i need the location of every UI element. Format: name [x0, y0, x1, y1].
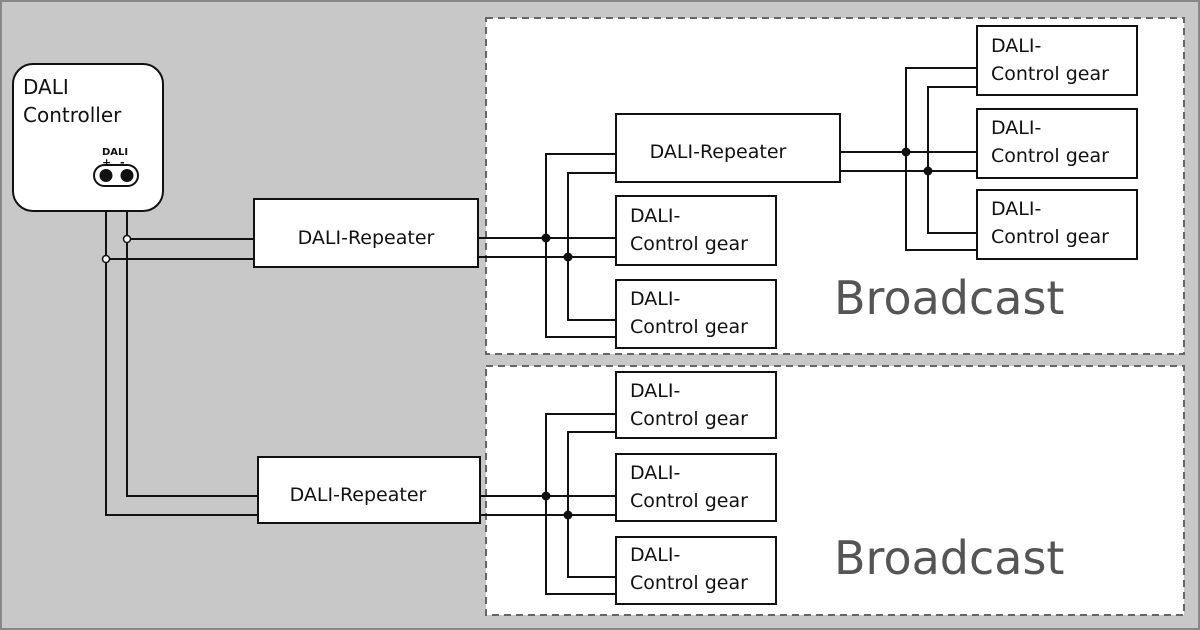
tap-points — [101, 234, 132, 264]
control-gear-8-line1: DALI- — [630, 544, 680, 566]
repeater-1-label: DALI-Repeater — [298, 227, 435, 249]
control-gear-2-line1: DALI- — [991, 117, 1041, 139]
controller-title-line1: DALI — [23, 75, 69, 99]
control-gear-7-line2: Control gear — [630, 490, 748, 512]
control-gear-3-line1: DALI- — [991, 198, 1041, 220]
control-gear-4-line2: Control gear — [630, 233, 748, 255]
controller-title-line2: Controller — [23, 103, 122, 127]
terminal-label: DALI — [102, 147, 128, 158]
repeater-3-label: DALI-Repeater — [650, 141, 787, 163]
repeater-2-label: DALI-Repeater — [290, 484, 427, 506]
control-gear-6: DALI- Control gear — [615, 371, 777, 439]
control-gear-2-line2: Control gear — [991, 145, 1109, 167]
control-gear-1-line1: DALI- — [991, 35, 1041, 57]
repeater-2: DALI-Repeater — [257, 456, 481, 524]
broadcast-label-1: Broadcast — [834, 271, 1064, 325]
control-gear-4: DALI- Control gear — [615, 195, 777, 266]
wiring — [105, 67, 977, 595]
control-gear-7: DALI- Control gear — [615, 453, 777, 522]
control-gear-2: DALI- Control gear — [976, 108, 1138, 179]
control-gear-1: DALI- Control gear — [976, 25, 1138, 96]
control-gear-5-line1: DALI- — [630, 288, 680, 310]
repeater-1: DALI-Repeater — [253, 198, 479, 268]
terminal-minus: - — [120, 156, 125, 169]
terminal-plus-icon — [99, 169, 113, 182]
terminal-plus: + — [102, 156, 111, 169]
control-gear-6-line2: Control gear — [630, 408, 748, 430]
repeater-3: DALI-Repeater — [615, 113, 841, 183]
control-gear-8: DALI- Control gear — [615, 536, 777, 605]
dali-controller: DALI Controller DALI + - — [12, 63, 164, 212]
control-gear-5: DALI- Control gear — [615, 279, 777, 349]
control-gear-3-line2: Control gear — [991, 226, 1109, 248]
control-gear-3: DALI- Control gear — [976, 189, 1138, 260]
broadcast-zone-2 — [485, 365, 1185, 616]
control-gear-7-line1: DALI- — [630, 462, 680, 484]
control-gear-8-line2: Control gear — [630, 572, 748, 594]
junctions — [541, 147, 933, 520]
broadcast-label-2: Broadcast — [834, 531, 1064, 585]
control-gear-5-line2: Control gear — [630, 316, 748, 338]
control-gear-4-line1: DALI- — [630, 205, 680, 227]
control-gear-6-line1: DALI- — [630, 380, 680, 402]
terminal-minus-icon — [120, 169, 134, 182]
control-gear-1-line2: Control gear — [991, 63, 1109, 85]
